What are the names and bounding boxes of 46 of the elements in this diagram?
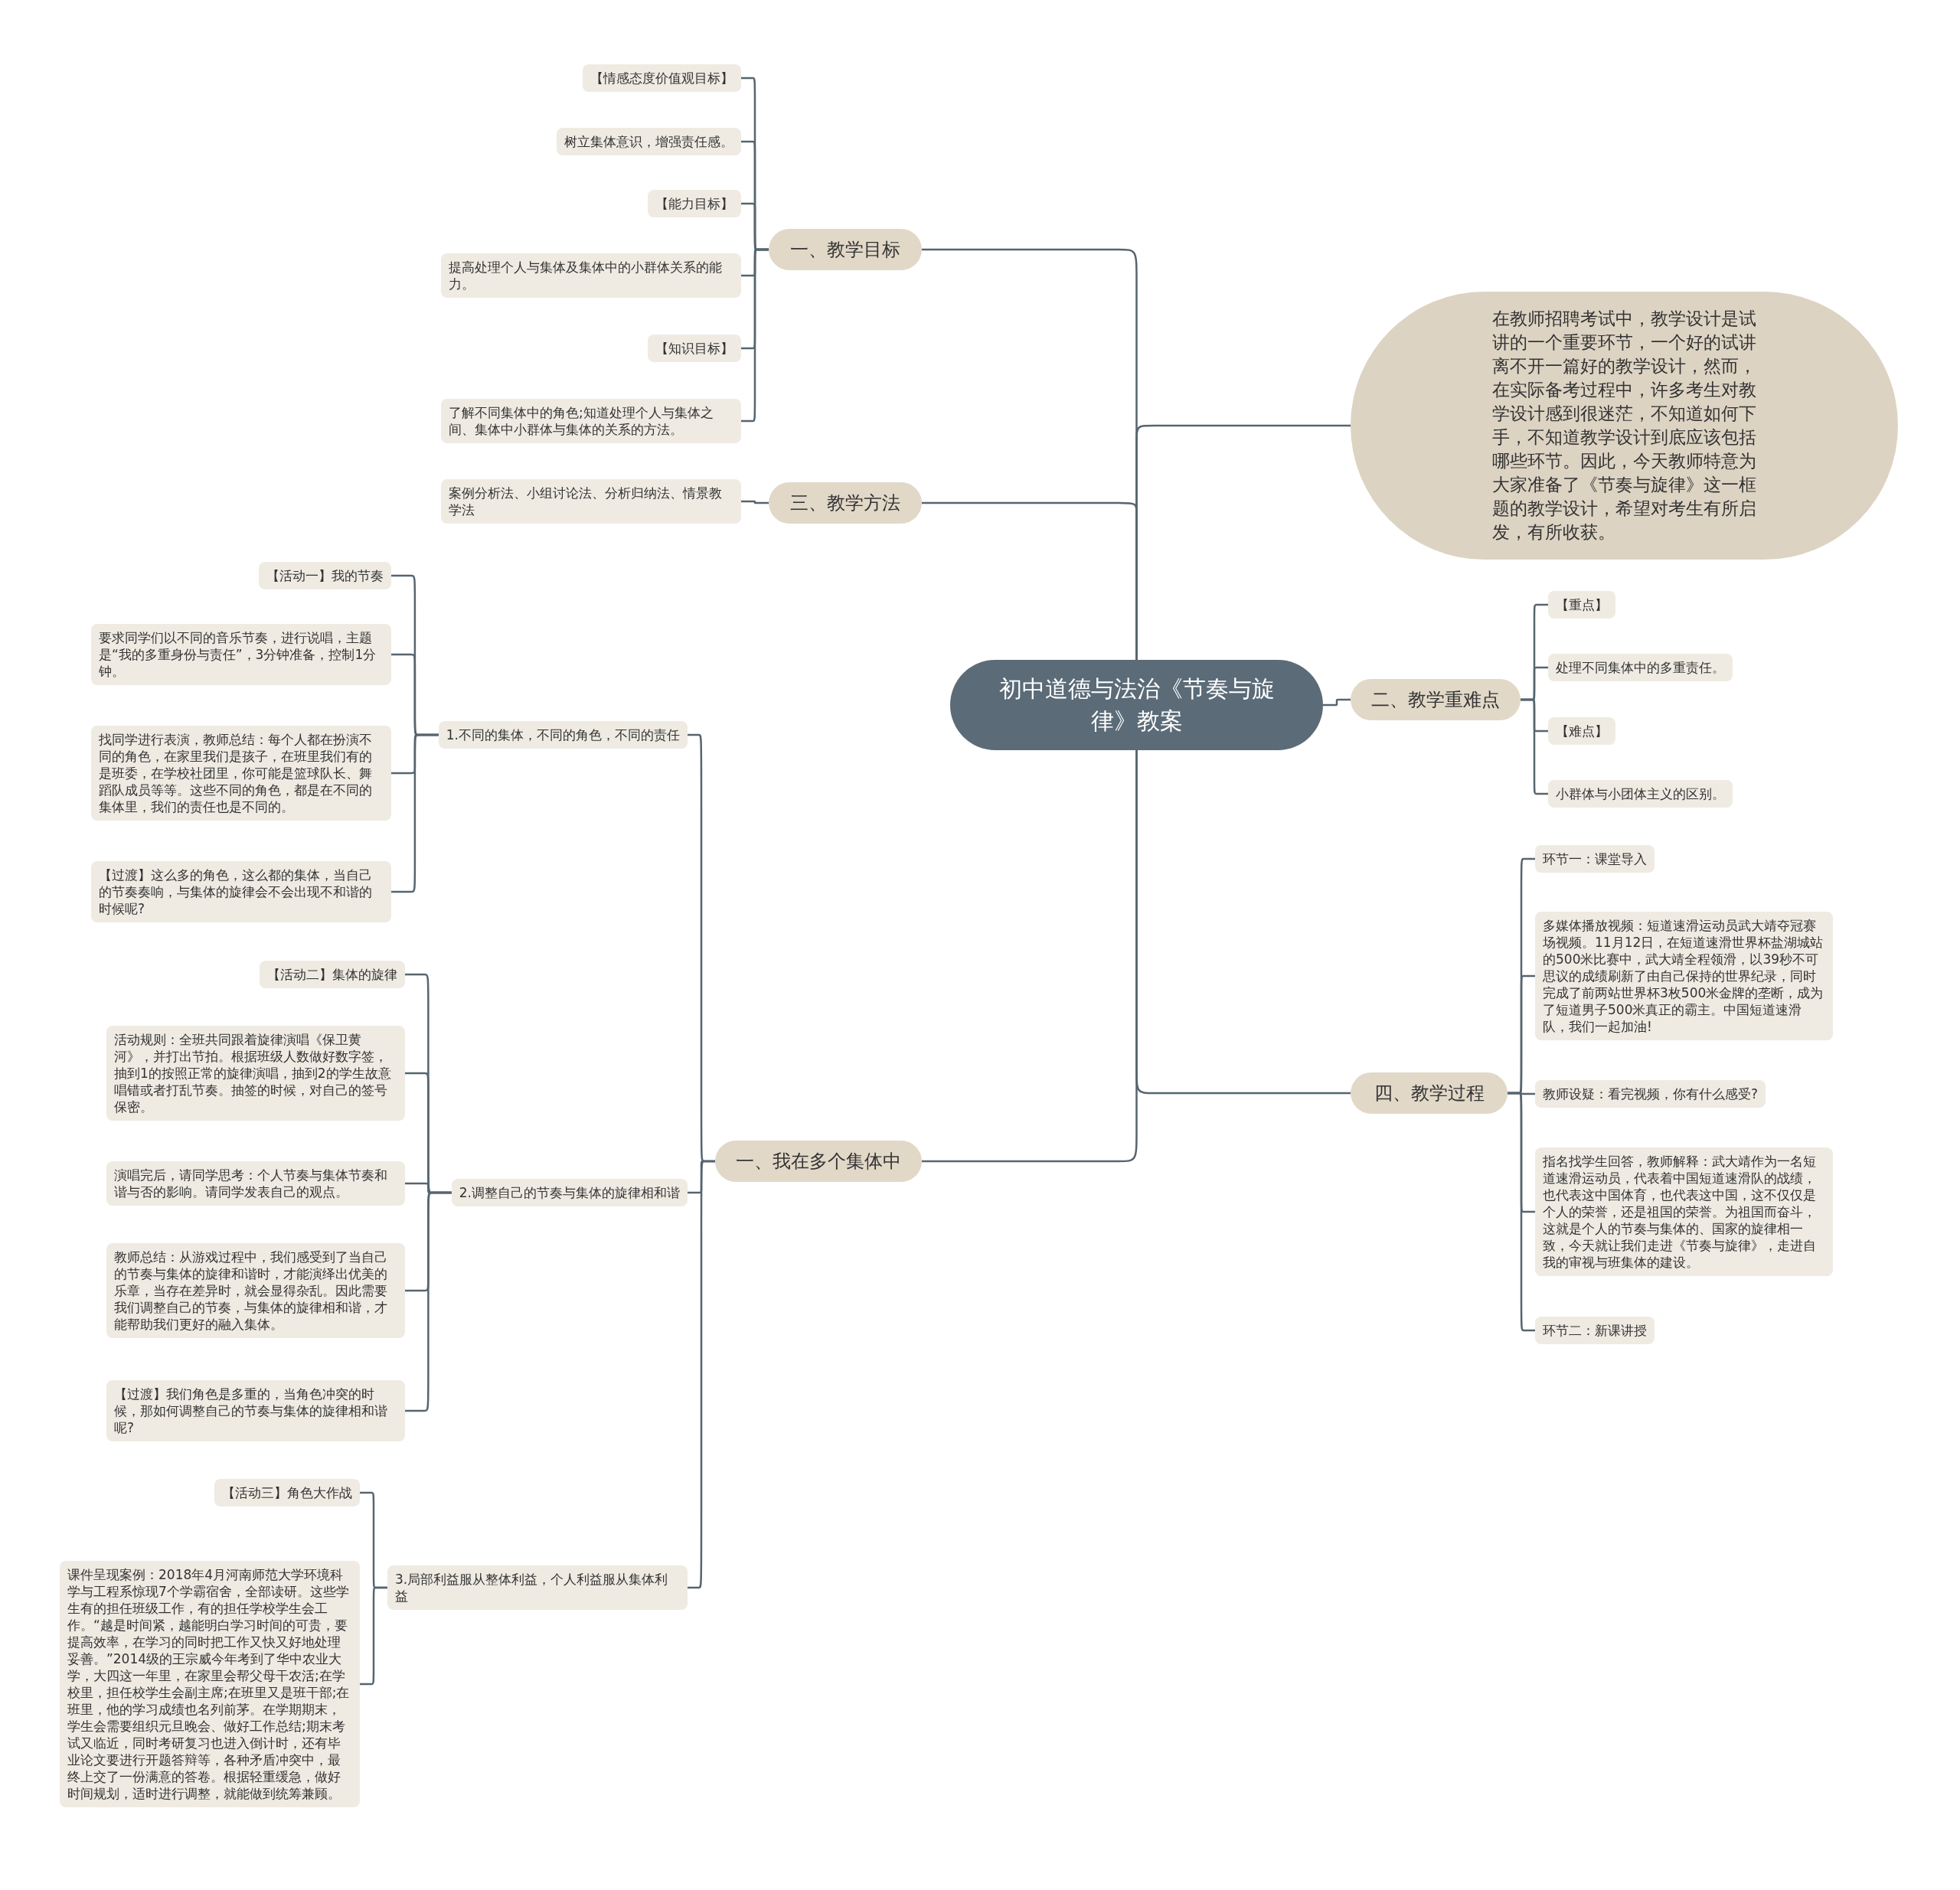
topic-card: 了解不同集体中的角色;知道处理个人与集体之间、集体中小群体与集体的关系的方法。	[441, 399, 741, 443]
connector	[1323, 698, 1351, 707]
connector	[360, 1586, 387, 1686]
topic-card: 小群体与小团体主义的区别。	[1548, 780, 1733, 808]
topic-card: 演唱完后，请同学思考：个人节奏与集体节奏和谐与否的影响。请同学发表自己的观点。	[106, 1161, 405, 1206]
topic-card: 【重点】	[1548, 591, 1615, 619]
topic-card: 3.局部利益服从整体利益，个人利益服从集体利益	[387, 1565, 688, 1610]
topic-card: 【情感态度价值观目标】	[583, 64, 741, 92]
topic-card: 提高处理个人与集体及集体中的小群体关系的能力。	[441, 253, 741, 298]
connector	[1135, 424, 1351, 660]
connector	[1135, 750, 1351, 1095]
branch-topic: 四、教学过程	[1351, 1072, 1508, 1114]
topic-card: 指名找学生回答，教师解释：武大靖作为一名短道速滑运动员，代表着中国短道速滑队的战绩，也代表这中国体育，也代表这中国，这不仅仅是个人的荣誉，还是祖国的荣誉。为祖国而奋斗，这就是个人的节奏与集体的、国家的旋律相一致，今天就让我们走进《节奏与旋律》，走进自我的审视与班集体的建设。	[1535, 1147, 1833, 1276]
branch-topic: 二、教学重难点	[1351, 679, 1521, 720]
topic-card: 【过渡】这么多的角色，这么都的集体，当自己的节奏奏响，与集体的旋律会不会出现不和谐的时候呢?	[91, 861, 391, 922]
connector	[688, 1160, 715, 1589]
topic-card: 环节一：课堂导入	[1535, 845, 1655, 873]
topic-card: 【过渡】我们角色是多重的，当角色冲突的时候，那如何调整自己的节奏与集体的旋律相和谐呢?	[106, 1380, 405, 1441]
topic-card: 课件呈现案例：2018年4月河南师范大学环境科学与工程系惊现7个学霸宿舍，全部读研。这些学生有的担任班级工作，有的担任学校学生会工作。“越是时间紧，越能明白学习时间的可贵，要提高效率，在学习的同时把工作又快又好地处理妥善。”2014级的王宗威今年考到了华中农业大学，大四这一年里，在家里会帮父母干农活;在学校里，担任校学生会副主席;在班里又是班干部;在班里，他的学习成绩也名列前茅。在学期期末，学生会需要组织元旦晚会、做好工作总结;期末考试又临近，同时考研复习也进入倒计时，还有毕业论文要进行开题答辩等，各种矛盾冲突中，最终上交了一份满意的答卷。根据轻重缓急，做好时间规划，适时进行调整，就能做到统筹兼顾。	[60, 1561, 360, 1807]
topic-card: 案例分析法、小组讨论法、分析归纳法、情景教学法	[441, 479, 741, 524]
topic-card: 要求同学们以不同的音乐节奏，进行说唱，主题是“我的多重身份与责任”，3分钟准备，控制1分钟。	[91, 624, 391, 685]
topic-card: 【活动一】我的节奏	[259, 562, 391, 589]
connector	[741, 248, 769, 423]
topic-card: 2.调整自己的节奏与集体的旋律相和谐	[451, 1179, 688, 1206]
central-topic: 初中道德与法治《节奏与旋律》教案	[950, 660, 1323, 750]
topic-card: 处理不同集体中的多重责任。	[1548, 654, 1733, 681]
topic-card: 环节二：新课讲授	[1535, 1317, 1655, 1344]
intro-bubble: 在教师招聘考试中，教学设计是试讲的一个重要环节，一个好的试讲离不开一篇好的教学设计，然而，在实际备考过程中，许多考生对教学设计感到很迷茫，不知道如何下手，不知道教学设计到底应该包括哪些环节。因此，今天教师特意为大家准备了《节奏与旋律》这一框题的教学设计，希望对考生有所启发，有所收获。	[1351, 292, 1898, 560]
connector	[741, 500, 769, 504]
connector	[1508, 1092, 1535, 1332]
topic-card: 教师设疑：看完视频，你有什么感受?	[1535, 1080, 1766, 1108]
topic-card: 【知识目标】	[648, 335, 741, 362]
topic-card: 教师总结：从游戏过程中，我们感受到了当自己的节奏与集体的旋律和谐时，才能演绎出优美的乐章，当存在差异时，就会显得杂乱。因此需要我们调整自己的节奏，与集体的旋律相和谐，才能帮助我们更好的融入集体。	[106, 1243, 405, 1338]
topic-card: 【活动三】角色大作战	[214, 1479, 360, 1506]
connector	[1521, 698, 1548, 795]
topic-card: 活动规则：全班共同跟着旋律演唱《保卫黄河》，并打出节拍。根据班级人数做好数字签，抽到1的按照正常的旋律演唱，抽到2的学生故意唱错或者打乱节奏。抽签的时候，对自己的签号保密。	[106, 1026, 405, 1121]
branch-topic: 一、教学目标	[769, 229, 922, 270]
branch-topic: 一、我在多个集体中	[715, 1141, 922, 1182]
topic-card: 【能力目标】	[648, 190, 741, 217]
topic-card: 【难点】	[1548, 717, 1615, 745]
branch-topic: 三、教学方法	[769, 482, 922, 524]
topic-card: 【活动二】集体的旋律	[260, 961, 405, 988]
topic-card: 找同学进行表演，教师总结：每个人都在扮演不同的角色，在家里我们是孩子，在班里我们有的是班委，在学校社团里，你可能是篮球队长、舞蹈队成员等等。这些不同的角色，都是在不同的集体里，我们的责任也是不同的。	[91, 726, 391, 821]
topic-card: 多媒体播放视频：短道速滑运动员武大靖夺冠赛场视频。11月12日，在短道速滑世界杯盐湖城站的500米比赛中，武大靖全程领滑，以39秒不可思议的成绩刷新了由自己保持的世界纪录，同时完成了前两站世界杯3枚500米金牌的垄断，成为了短道男子500米真正的霸主。中国短道速滑队，我们一起加油!	[1535, 912, 1833, 1040]
topic-card: 1.不同的集体，不同的角色，不同的责任	[438, 721, 688, 749]
topic-card: 树立集体意识，增强责任感。	[557, 128, 741, 155]
